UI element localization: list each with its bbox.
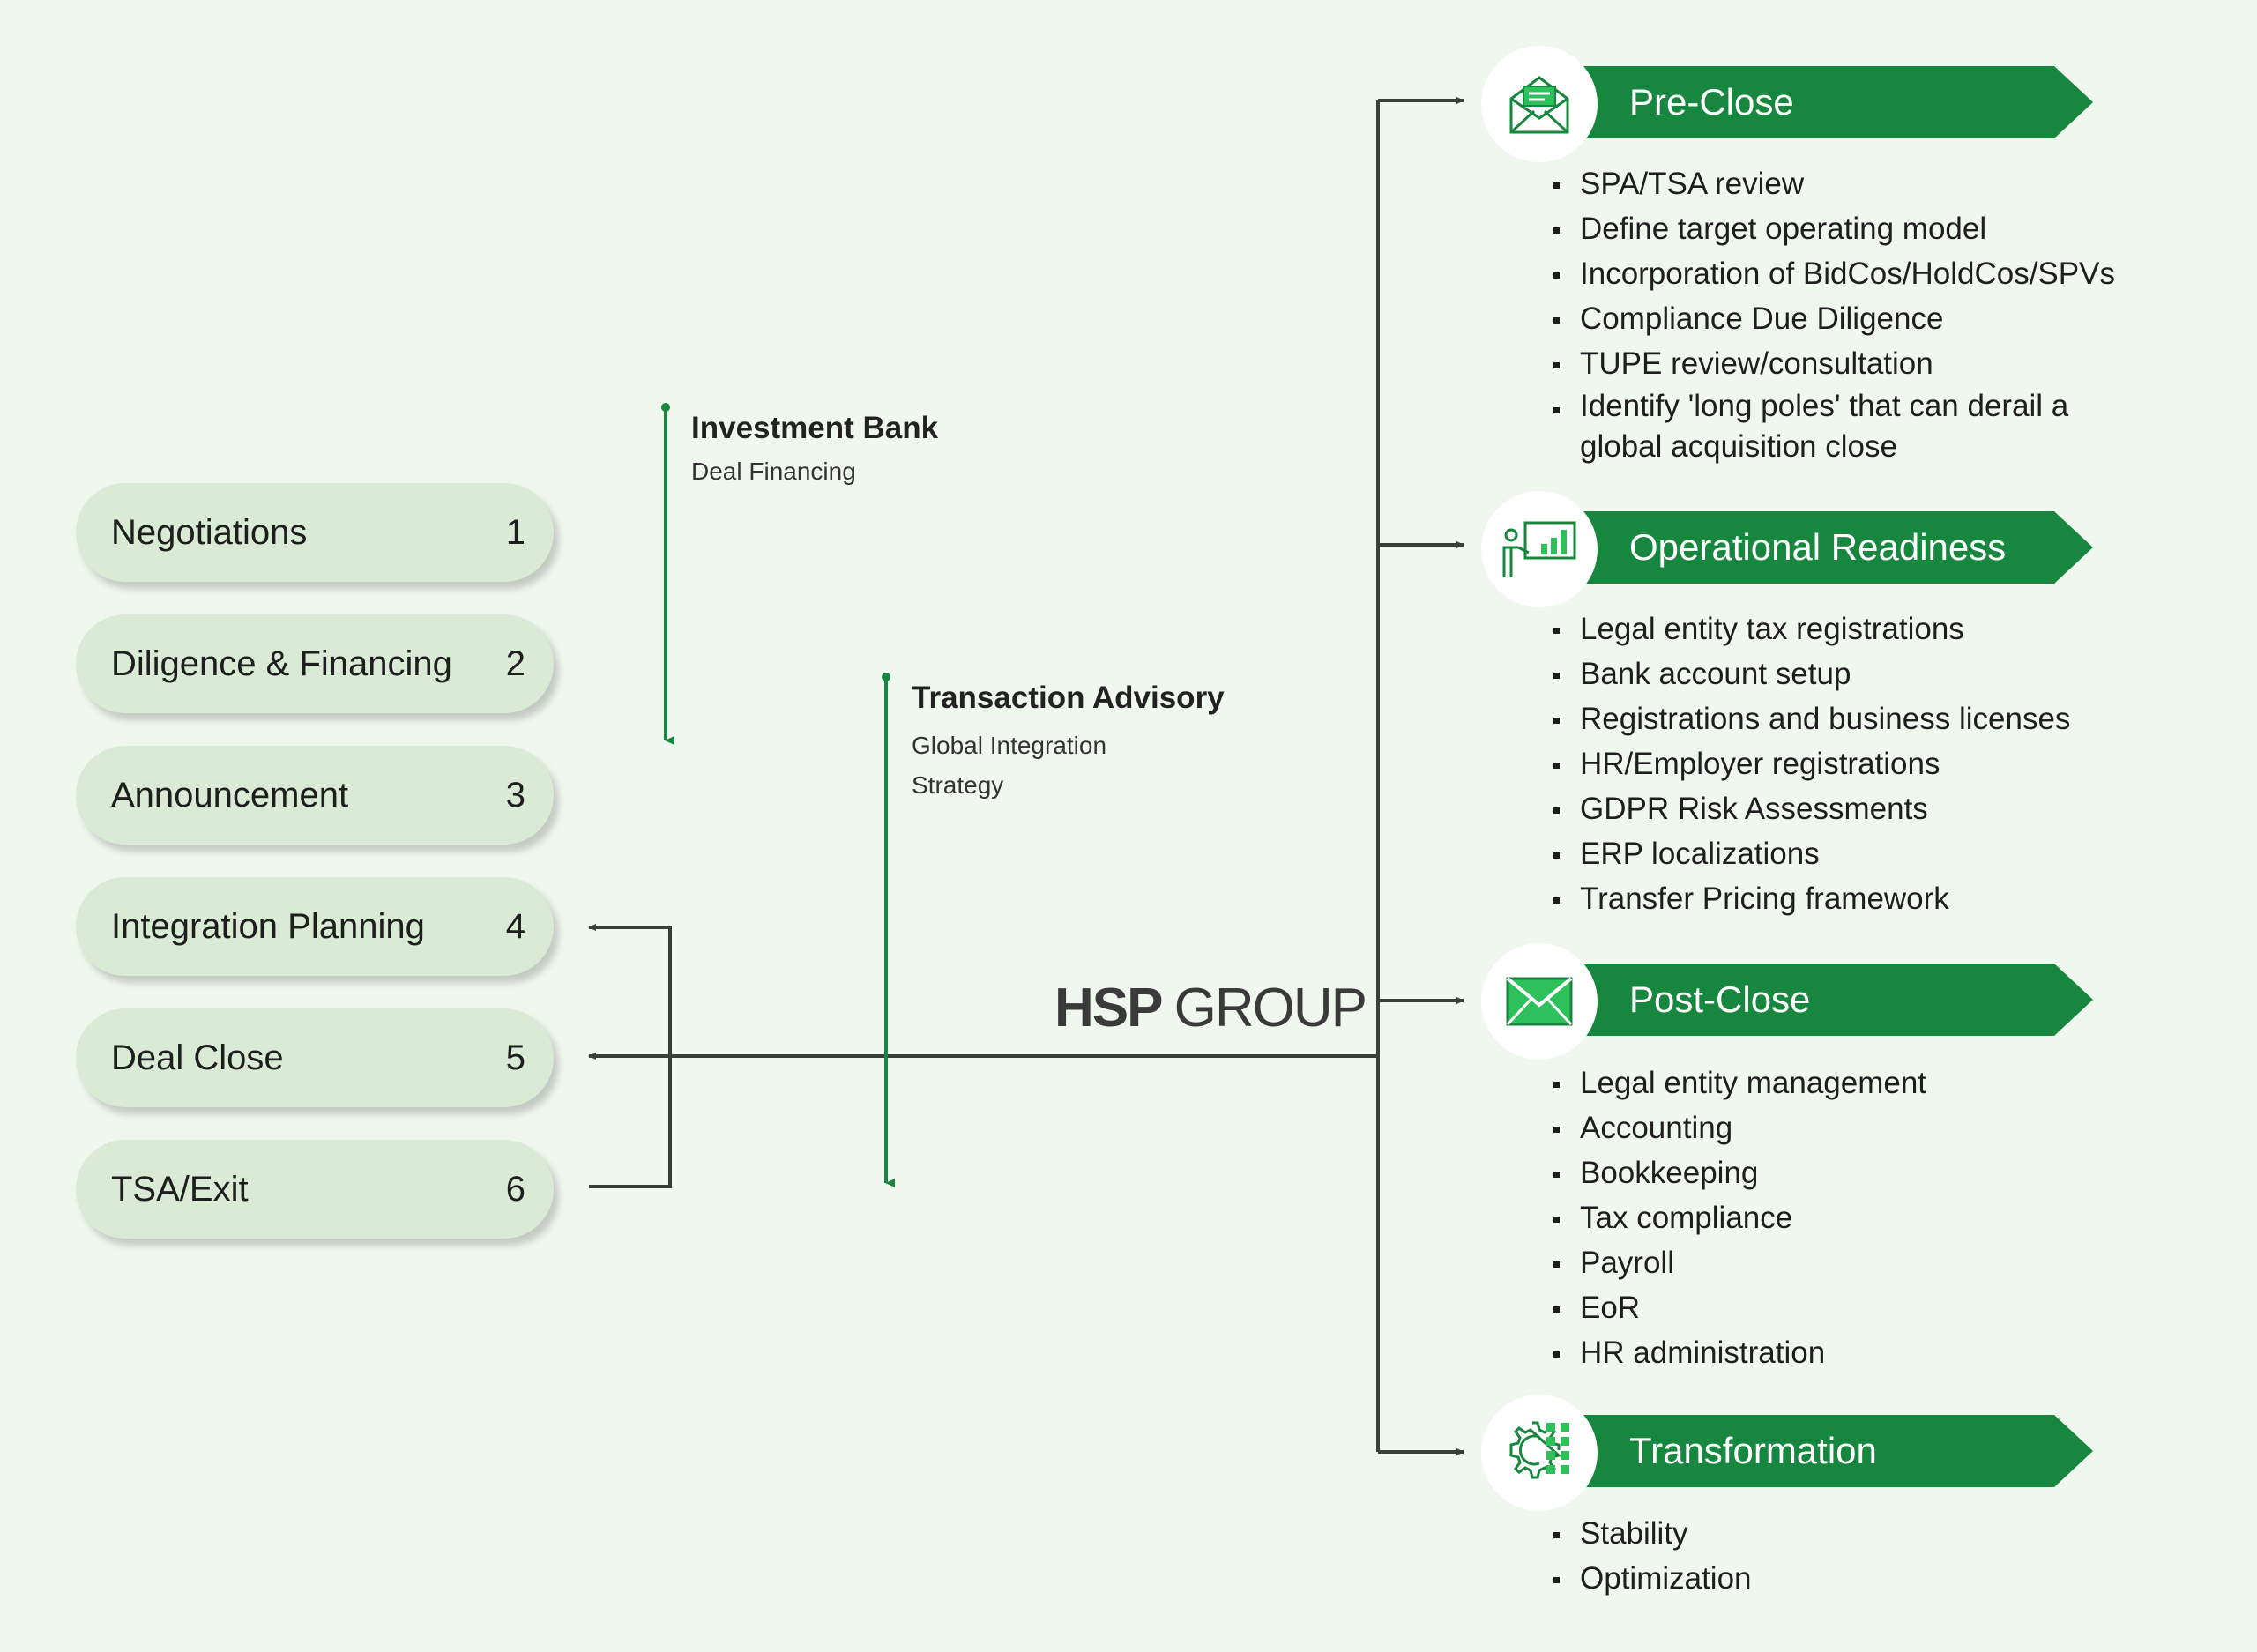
phase-title: Operational Readiness (1629, 526, 2007, 568)
list-item: Legal entity management (1553, 1060, 2171, 1105)
stage-tsa-exit: TSA/Exit 6 (76, 1140, 554, 1239)
list-item: Transfer Pricing framework (1553, 876, 2171, 921)
list-item: Bank account setup (1553, 651, 2171, 696)
list-item: Payroll (1553, 1240, 2171, 1285)
list-item: SPA/TSA review (1553, 161, 2171, 206)
list-item: HR administration (1553, 1330, 2171, 1375)
list-item: Identify 'long poles' that can derail a … (1553, 386, 2153, 467)
list-item: Compliance Due Diligence (1553, 296, 2171, 341)
stage-integration-planning: Integration Planning 4 (76, 877, 554, 976)
list-item: Bookkeeping (1553, 1150, 2171, 1195)
stage-number: 3 (505, 775, 525, 815)
pre-close-list: SPA/TSA review Define target operating m… (1553, 161, 2171, 467)
envelope-open-icon (1481, 46, 1598, 162)
list-item: Incorporation of BidCos/HoldCos/SPVs (1553, 251, 2171, 296)
phase-banner-post-close: Post-Close (1552, 964, 2093, 1036)
stage-deal-close: Deal Close 5 (76, 1008, 554, 1107)
stage-label: Negotiations (111, 512, 308, 552)
hsp-group-logo: HSP GROUP (1054, 977, 1367, 1039)
investment-bank-subtitle: Deal Financing (691, 458, 856, 485)
stage-negotiations: Negotiations 1 (76, 483, 554, 582)
stage-label: Announcement (111, 775, 349, 815)
list-item: Legal entity tax registrations (1553, 606, 2171, 651)
gear-grid-icon (1481, 1395, 1598, 1511)
stage-diligence-financing: Diligence & Financing 2 (76, 614, 554, 713)
phase-banner-transformation: Transformation (1552, 1415, 2093, 1487)
transaction-advisory-subtitle-line2: Strategy (912, 771, 1004, 799)
stage-number: 1 (505, 512, 525, 552)
presentation-chart-icon (1481, 491, 1598, 607)
stage-number: 6 (505, 1169, 525, 1209)
stage-label: Diligence & Financing (111, 644, 452, 683)
phase-banner-pre-close: Pre-Close (1552, 66, 2093, 138)
stage-label: Deal Close (111, 1038, 284, 1077)
list-item: Stability (1553, 1511, 2171, 1556)
list-item: TUPE review/consultation (1553, 341, 2171, 386)
stage-number: 4 (505, 906, 525, 946)
list-item: Accounting (1553, 1105, 2171, 1150)
list-item: HR/Employer registrations (1553, 741, 2171, 786)
phase-title: Transformation (1629, 1430, 1877, 1471)
list-item: GDPR Risk Assessments (1553, 786, 2171, 831)
list-item: Define target operating model (1553, 206, 2171, 251)
envelope-icon (1481, 943, 1598, 1060)
transaction-advisory-subtitle-line1: Global Integration (912, 732, 1107, 759)
stage-number: 5 (505, 1038, 525, 1077)
logo-part-group: GROUP (1173, 978, 1367, 1038)
list-item: Registrations and business licenses (1553, 696, 2171, 741)
transaction-advisory-title: Transaction Advisory (912, 681, 1225, 715)
phase-title: Post-Close (1629, 979, 1811, 1020)
list-item: ERP localizations (1553, 831, 2171, 876)
stage-announcement: Announcement 3 (76, 746, 554, 845)
investment-bank-title: Investment Bank (691, 411, 939, 445)
list-item: EoR (1553, 1285, 2171, 1330)
transformation-list: Stability Optimization (1553, 1511, 2171, 1601)
operational-readiness-list: Legal entity tax registrations Bank acco… (1553, 606, 2171, 921)
list-item: Optimization (1553, 1556, 2171, 1601)
post-close-list: Legal entity management Accounting Bookk… (1553, 1060, 2171, 1375)
logo-part-hsp: HSP (1054, 978, 1162, 1038)
stage-number: 2 (505, 644, 525, 683)
stage-label: TSA/Exit (111, 1169, 249, 1209)
phase-banner-operational-readiness: Operational Readiness (1552, 511, 2093, 584)
list-item: Tax compliance (1553, 1195, 2171, 1240)
phase-title: Pre-Close (1629, 81, 1794, 123)
bracket (589, 926, 672, 1188)
stage-label: Integration Planning (111, 906, 425, 946)
